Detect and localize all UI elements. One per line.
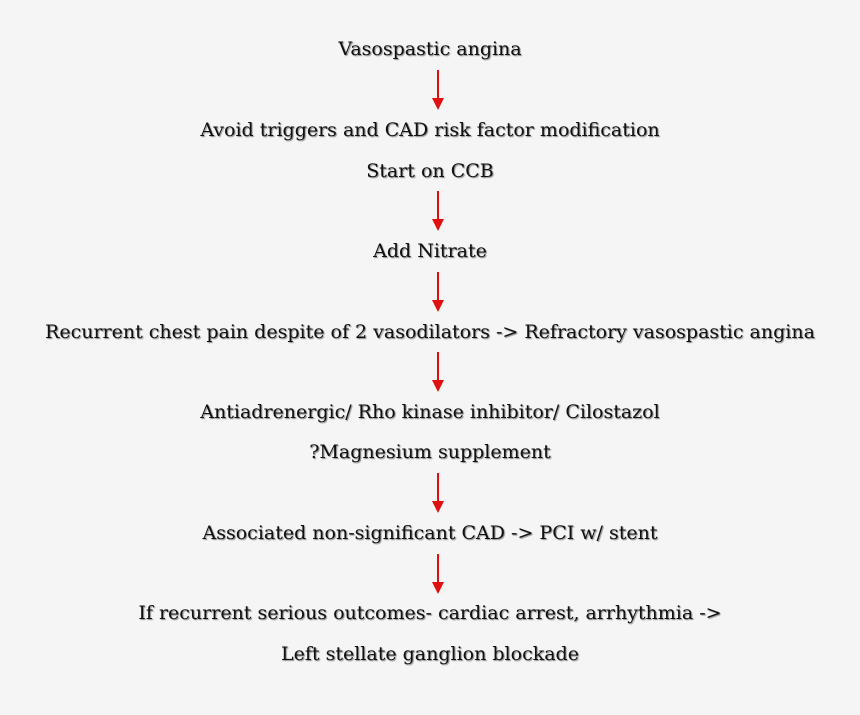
down-arrow-icon <box>430 191 446 231</box>
step-vasospastic-angina: Vasospastic angina <box>338 38 522 60</box>
step-pci-stent: Associated non-significant CAD -> PCI w/… <box>202 522 658 544</box>
step-refractory-angina: Recurrent chest pain despite of 2 vasodi… <box>45 321 815 343</box>
down-arrow-icon <box>430 272 446 312</box>
step-stellate-blockade: Left stellate ganglion blockade <box>281 643 579 665</box>
step-antiadrenergic: Antiadrenergic/ Rho kinase inhibitor/ Ci… <box>200 401 660 423</box>
down-arrow-icon <box>430 554 446 594</box>
down-arrow-icon <box>430 352 446 392</box>
down-arrow-icon <box>430 473 446 513</box>
step-magnesium: ?Magnesium supplement <box>309 441 551 463</box>
step-add-nitrate: Add Nitrate <box>373 240 487 262</box>
step-avoid-triggers: Avoid triggers and CAD risk factor modif… <box>200 119 660 141</box>
step-recurrent-outcomes: If recurrent serious outcomes- cardiac a… <box>138 602 722 624</box>
down-arrow-icon <box>430 70 446 110</box>
step-start-ccb: Start on CCB <box>366 160 494 182</box>
